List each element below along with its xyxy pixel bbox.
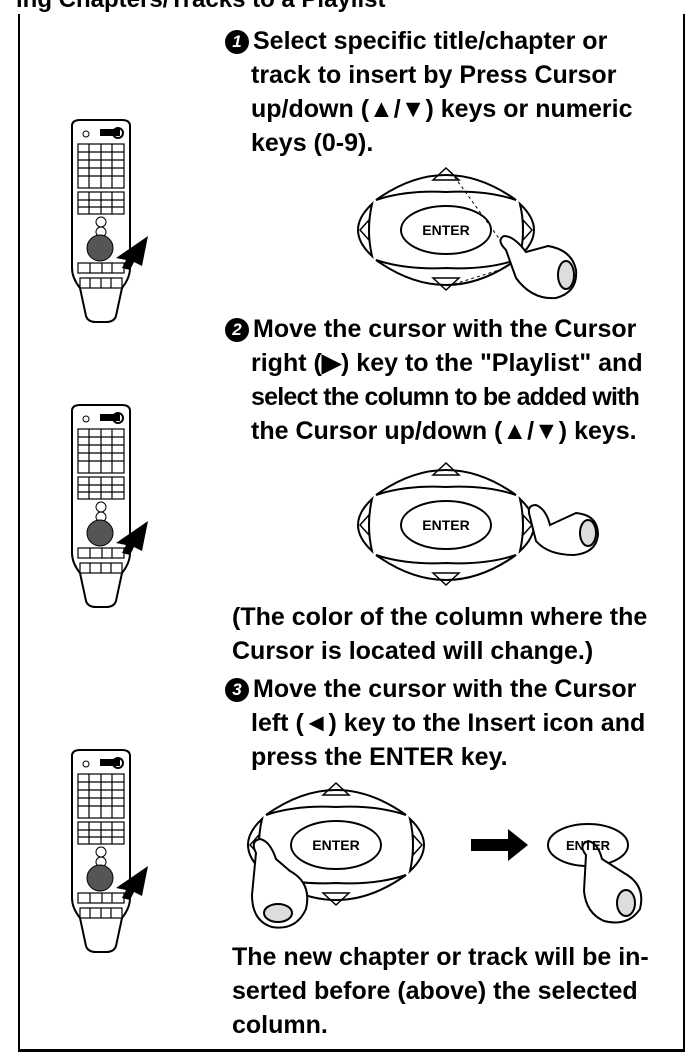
- result-note: The new chapter or track will be in- ser…: [232, 943, 649, 1039]
- cursor-pad-diagram-right: ENTER: [357, 461, 600, 587]
- arrow-right-icon: [471, 829, 528, 861]
- enter-key-label: ENTER: [566, 838, 611, 853]
- enter-key-label: ENTER: [312, 837, 359, 853]
- remote-control-icon: [71, 119, 148, 323]
- enter-key-label: ENTER: [422, 222, 469, 238]
- step-number-3: 3: [225, 678, 249, 702]
- step-1-line: up/down (▲/▼) keys or numeric: [251, 95, 633, 123]
- step-number-1: 1: [225, 30, 249, 54]
- step-1-line: keys (0-9).: [251, 129, 374, 157]
- color-change-note: (The color of the column where the Curso…: [232, 603, 648, 665]
- step-2-line: Move the cursor with the Cursor: [253, 315, 637, 343]
- remote-control-icon: [71, 749, 148, 953]
- step-2-line: select the column to be added with: [251, 383, 640, 411]
- step-number-2: 2: [225, 318, 249, 342]
- remote-control-icon: [71, 404, 148, 608]
- step-1-line: track to insert by Press Cursor: [251, 61, 617, 89]
- page-header: ing Chapters/Tracks to a Playlist: [0, 0, 691, 14]
- step-3-line: press the ENTER key.: [251, 743, 508, 771]
- instruction-panel: [18, 14, 685, 1052]
- step-1-line: Select specific title/chapter or: [253, 27, 608, 55]
- step-3-line: left (◄) key to the Insert icon and: [251, 709, 646, 737]
- step-3-line: Move the cursor with the Cursor: [253, 675, 637, 703]
- step-2-line: right (▶) key to the "Playlist" and: [251, 349, 643, 377]
- cursor-pad-diagram-up-down: ENTER: [357, 166, 578, 300]
- enter-key-label: ENTER: [422, 517, 469, 533]
- step-2-line: the Cursor up/down (▲/▼) keys.: [251, 417, 637, 445]
- cursor-pad-diagram-left: ENTER ENTER: [247, 781, 643, 929]
